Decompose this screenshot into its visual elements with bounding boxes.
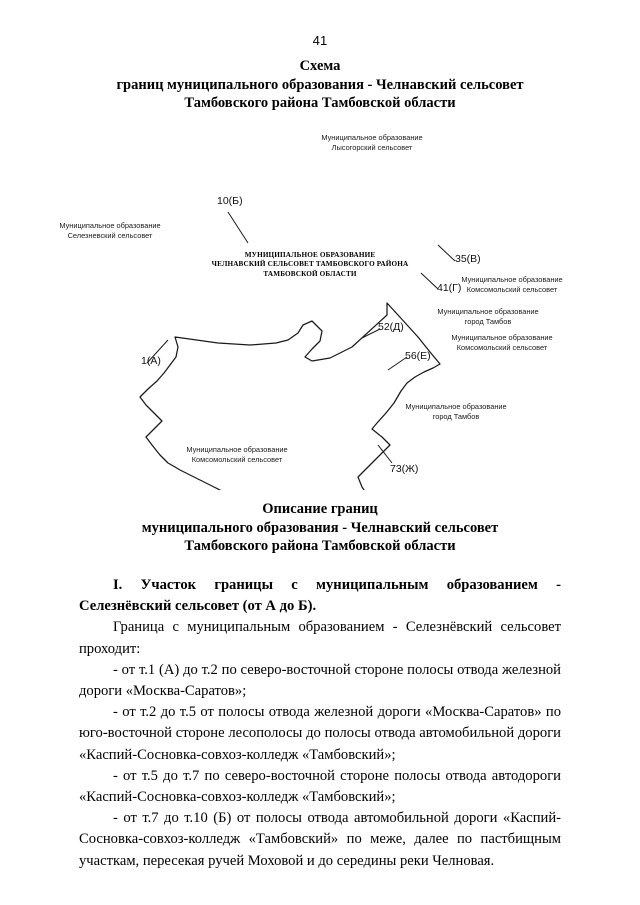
municipality-boundary-polygon	[139, 302, 441, 490]
map-label-komsomolsky-middle-line-2: Комсомольский сельсовет	[456, 342, 548, 352]
document-title-line-1: Схема	[299, 58, 341, 74]
page-number: 41	[312, 33, 328, 48]
map-label-lysogorsky-line-1: Муниципальное образование	[321, 133, 423, 142]
map-label-tambov-city-lower-line-2: город Тамбов	[432, 411, 480, 421]
boundary-map-svg	[139, 302, 441, 490]
boundary-item-4: - от т.7 до т.10 (Б) от полосы отвода ав…	[79, 810, 561, 869]
map-label-chelnavsky-line-1: МУНИЦИПАЛЬНОЕ ОБРАЗОВАНИЕ	[244, 251, 376, 259]
description-title-line-1: Описание границ	[262, 501, 378, 517]
map-label-seleznevsky-line-1: Муниципальное образование	[59, 221, 161, 230]
map-point-d: 52(Д)	[378, 321, 404, 333]
document-title-line-3: Тамбовского района Тамбовской области	[184, 95, 456, 111]
map-label-komsomolsky-middle-line-1: Муниципальное образование	[451, 333, 553, 342]
map-label-chelnavsky-self: МУНИЦИПАЛЬНОЕ ОБРАЗОВАНИЕ ЧЕЛНАВСКИЙ СЕЛ…	[190, 251, 430, 279]
map-point-b: 10(Б)	[217, 195, 243, 207]
description-title-line-2: муниципального образования - Челнавский …	[141, 519, 499, 536]
map-point-a: 1(А)	[141, 355, 161, 367]
map-label-tambov-city-upper: Муниципальное образование город Тамбов	[424, 307, 552, 326]
map-label-komsomolsky-lower-line-1: Муниципальное образование	[186, 445, 288, 454]
map-label-komsomolsky-middle: Муниципальное образование Комсомольский …	[438, 333, 566, 352]
map-label-tambov-city-lower: Муниципальное образование город Тамбов	[392, 402, 520, 421]
boundary-map-figure: Муниципальное образование Лысогорский се…	[0, 125, 640, 490]
map-point-v: 35(В)	[455, 253, 481, 265]
map-label-chelnavsky-line-2: ЧЕЛНАВСКИЙ СЕЛЬСОВЕТ ТАМБОВСКОГО РАЙОНА	[211, 260, 409, 269]
map-label-seleznevsky: Муниципальное образование Селезневский с…	[46, 221, 174, 240]
map-label-komsomolsky-upper-line-2: Комсомольский сельсовет	[466, 284, 558, 294]
document-title-line-2: границ муниципального образования - Челн…	[116, 76, 524, 93]
map-label-komsomolsky-lower: Муниципальное образование Комсомольский …	[173, 445, 301, 464]
map-label-komsomolsky-upper: Муниципальное образование Комсомольский …	[448, 275, 576, 294]
description-title: Описание границ муниципального образован…	[60, 500, 580, 556]
boundary-item-2: - от т.2 до т.5 от полосы отвода железно…	[79, 704, 561, 763]
map-label-lysogorsky: Муниципальное образование Лысогорский се…	[312, 133, 432, 152]
boundary-item-1: - от т.1 (А) до т.2 по северо-восточной …	[79, 661, 561, 700]
map-point-e: 56(Е)	[405, 350, 431, 362]
document-title: Схема границ муниципального образования …	[60, 57, 580, 113]
intro-paragraph: Граница с муниципальным образованием - С…	[79, 619, 561, 657]
map-label-komsomolsky-lower-line-2: Комсомольский сельсовет	[191, 454, 283, 464]
map-label-tambov-city-upper-line-1: Муниципальное образование	[437, 307, 539, 316]
map-label-tambov-city-upper-line-2: город Тамбов	[464, 316, 512, 326]
map-label-lysogorsky-line-2: Лысогорский сельсовет	[331, 142, 413, 152]
description-title-line-3: Тамбовского района Тамбовской области	[184, 538, 456, 554]
map-label-komsomolsky-upper-line-1: Муниципальное образование	[461, 275, 563, 284]
map-point-g: 41(Г)	[437, 282, 462, 294]
section-heading-paragraph: I. Участок границы с муниципальным образ…	[79, 577, 561, 615]
map-point-zh: 73(Ж)	[390, 463, 419, 475]
map-label-seleznevsky-line-2: Селезневский сельсовет	[67, 230, 153, 240]
map-label-chelnavsky-line-3: ТАМБОВСКОЙ ОБЛАСТИ	[263, 269, 357, 278]
description-body: I. Участок границы с муниципальным образ…	[79, 575, 561, 872]
map-label-tambov-city-lower-line-1: Муниципальное образование	[405, 402, 507, 411]
boundary-item-3: - от т.5 до т.7 по северо-восточной стор…	[79, 767, 561, 806]
